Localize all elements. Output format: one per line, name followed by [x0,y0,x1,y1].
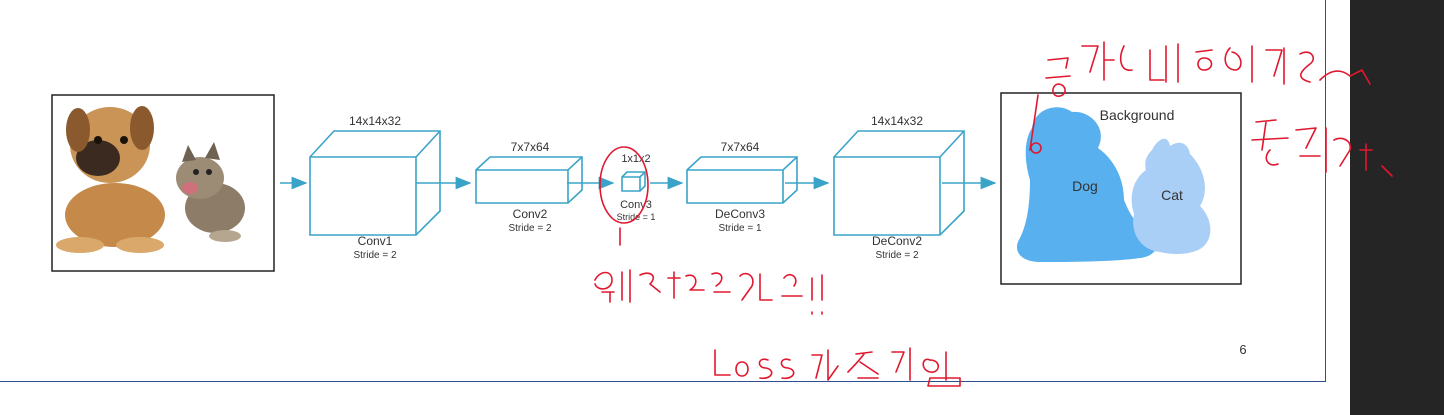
conv1-stride: Stride = 2 [353,250,397,261]
slide-border-bottom [0,381,1326,382]
dog-mask [1016,107,1158,262]
deconv3-name: DeConv3 [715,207,765,221]
deconv3-block: 7x7x64 DeConv3 Stride = 1 [686,140,798,234]
scribble-3 [1045,41,1371,97]
scribble-2 [714,347,961,387]
input-image [51,94,275,272]
conv3-shape: 1x1x2 [621,153,650,165]
dog-label: Dog [1072,178,1098,194]
deconv2-shape: 14x14x32 [871,114,923,128]
scribble-1 [594,269,823,315]
kitten-illustration [176,142,245,242]
conv3-block: 1x1x2 Conv3 Stride = 1 [617,153,656,222]
conv2-stride: Stride = 2 [508,223,552,234]
cat-label: Cat [1161,187,1183,203]
slide-border [1325,0,1326,382]
background-label: Background [1100,107,1175,123]
deconv2-name: DeConv2 [872,234,922,248]
deconv2-block: 14x14x32 DeConv2 Stride = 2 [833,114,965,261]
circle-mark-conv3 [599,146,649,224]
conv3-name: Conv3 [620,199,652,211]
cat-mask [1131,138,1211,254]
puppy-illustration [56,106,165,253]
pointer-line-output [1029,94,1039,151]
right-sidebar [1350,0,1444,415]
output-segmentation: Background Dog Cat [1000,92,1242,285]
deconv3-stride: Stride = 1 [718,223,762,234]
conv2-block: 7x7x64 Conv2 Stride = 2 [475,140,583,234]
deconv3-shape: 7x7x64 [721,140,760,154]
deconv2-stride: Stride = 2 [875,250,919,261]
scribble-4 [1251,119,1393,177]
conv1-name: Conv1 [358,234,393,248]
conv1-block: 14x14x32 Conv1 Stride = 2 [309,114,441,261]
page-number: 6 [1239,342,1246,357]
conv2-shape: 7x7x64 [511,140,550,154]
conv2-name: Conv2 [513,207,548,221]
conv1-shape: 14x14x32 [349,114,401,128]
handwritten-annotations [594,41,1393,387]
